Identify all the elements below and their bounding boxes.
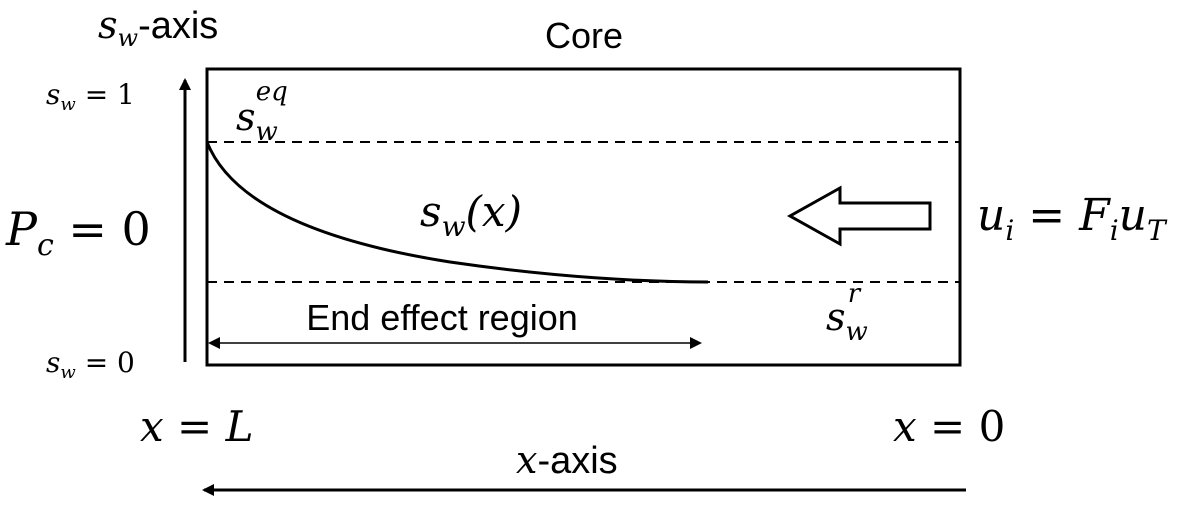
core-box <box>205 67 962 367</box>
swr-label: swr <box>826 279 868 347</box>
core-title: Core <box>545 15 623 56</box>
tick-sw-0: sw = 0 <box>46 346 135 383</box>
pc-label: Pc = 0 <box>5 202 151 263</box>
x-axis-label: x-axis <box>516 438 618 482</box>
x-equals-0-label: x = 0 <box>893 402 1005 451</box>
sweq-label: sweq <box>236 77 288 147</box>
saturation-curve <box>205 141 709 284</box>
inlet-flow-arrow <box>786 185 932 247</box>
x-equals-l-label: x = L <box>140 402 253 451</box>
sw-of-x-label: sw(x) <box>420 187 522 243</box>
tick-sw-1: sw = 1 <box>46 78 135 115</box>
end-effect-region-label: End effect region <box>306 297 578 338</box>
y-axis-label: sw-axis <box>98 3 218 52</box>
inlet-flux-label: ui = FiuT <box>977 190 1168 247</box>
